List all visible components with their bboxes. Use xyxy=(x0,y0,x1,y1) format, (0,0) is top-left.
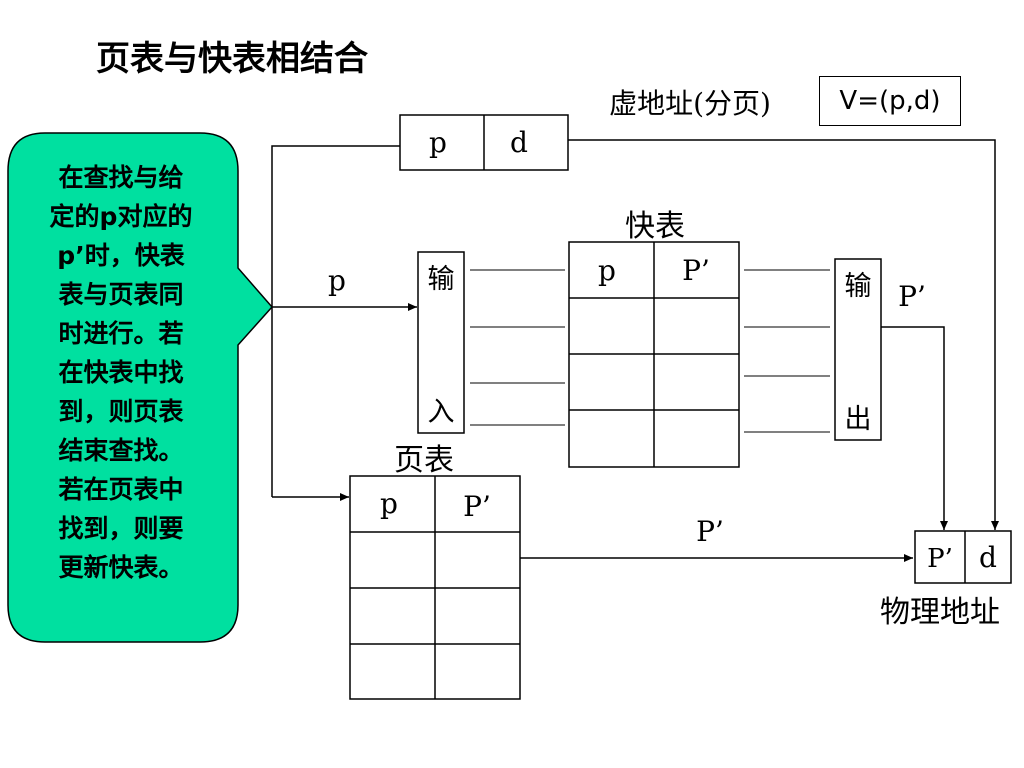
output-box: 输 出 xyxy=(834,258,882,441)
va-field-p: p xyxy=(429,126,447,159)
tlb-table: p P’ xyxy=(568,241,740,468)
callout-line: 若在页表中 xyxy=(58,475,184,504)
callout-line: 表与页表同 xyxy=(58,280,184,309)
page-table: p P’ xyxy=(349,475,521,700)
tlb-header-p: p xyxy=(598,254,616,287)
callout-line: 在快表中找 xyxy=(58,358,184,387)
d-route-line xyxy=(568,139,999,530)
page-table-header-pprime: P’ xyxy=(463,490,491,523)
tlb-to-output-lines xyxy=(744,269,830,433)
virtual-address-box: p d xyxy=(399,114,569,171)
virtual-address-formula: V=(p,d) xyxy=(819,76,961,126)
p-input-label: p xyxy=(328,264,346,297)
output-top-char: 输 xyxy=(845,271,872,302)
page-title: 页表与快表相结合 xyxy=(96,39,368,79)
page-table-header-p: p xyxy=(380,487,398,520)
input-box: 输 入 xyxy=(417,251,465,434)
tlb-header-pprime: P’ xyxy=(682,254,710,287)
p-route-line xyxy=(271,145,400,497)
callout-line: 时进行。若 xyxy=(58,319,184,348)
input-bottom-char: 入 xyxy=(428,397,455,428)
tlb-to-physical-arrow xyxy=(881,326,948,530)
virtual-address-label: 虚地址(分页) xyxy=(609,87,771,120)
output-bottom-char: 出 xyxy=(845,404,872,435)
callout-line: p’时，快表 xyxy=(57,241,185,270)
input-top-char: 输 xyxy=(428,264,455,295)
tlb-label: 快表 xyxy=(625,209,685,244)
callout-line: 定的p对应的 xyxy=(49,202,193,231)
tlb-output-label: P’ xyxy=(898,280,926,313)
physical-address-box: P’ d xyxy=(914,530,1012,584)
callout-line: 结束查找。 xyxy=(58,436,184,465)
page-table-label: 页表 xyxy=(394,443,454,478)
callout-line: 更新快表。 xyxy=(58,553,184,582)
pa-field-pprime: P’ xyxy=(927,544,953,574)
callout-line: 找到，则要 xyxy=(58,514,184,543)
callout-text: 在查找与给 定的p对应的 p’时，快表 表与页表同 时进行。若 在快表中找 到，… xyxy=(16,158,226,587)
input-to-tlb-lines xyxy=(470,269,565,426)
callout-bubble xyxy=(7,132,274,643)
pa-field-d: d xyxy=(979,541,997,574)
physical-address-label: 物理地址 xyxy=(880,595,1000,630)
va-field-d: d xyxy=(510,126,528,159)
page-table-output-label: P’ xyxy=(696,515,724,548)
callout-line: 在查找与给 xyxy=(58,163,184,192)
callout-line: 到，则页表 xyxy=(58,397,184,426)
